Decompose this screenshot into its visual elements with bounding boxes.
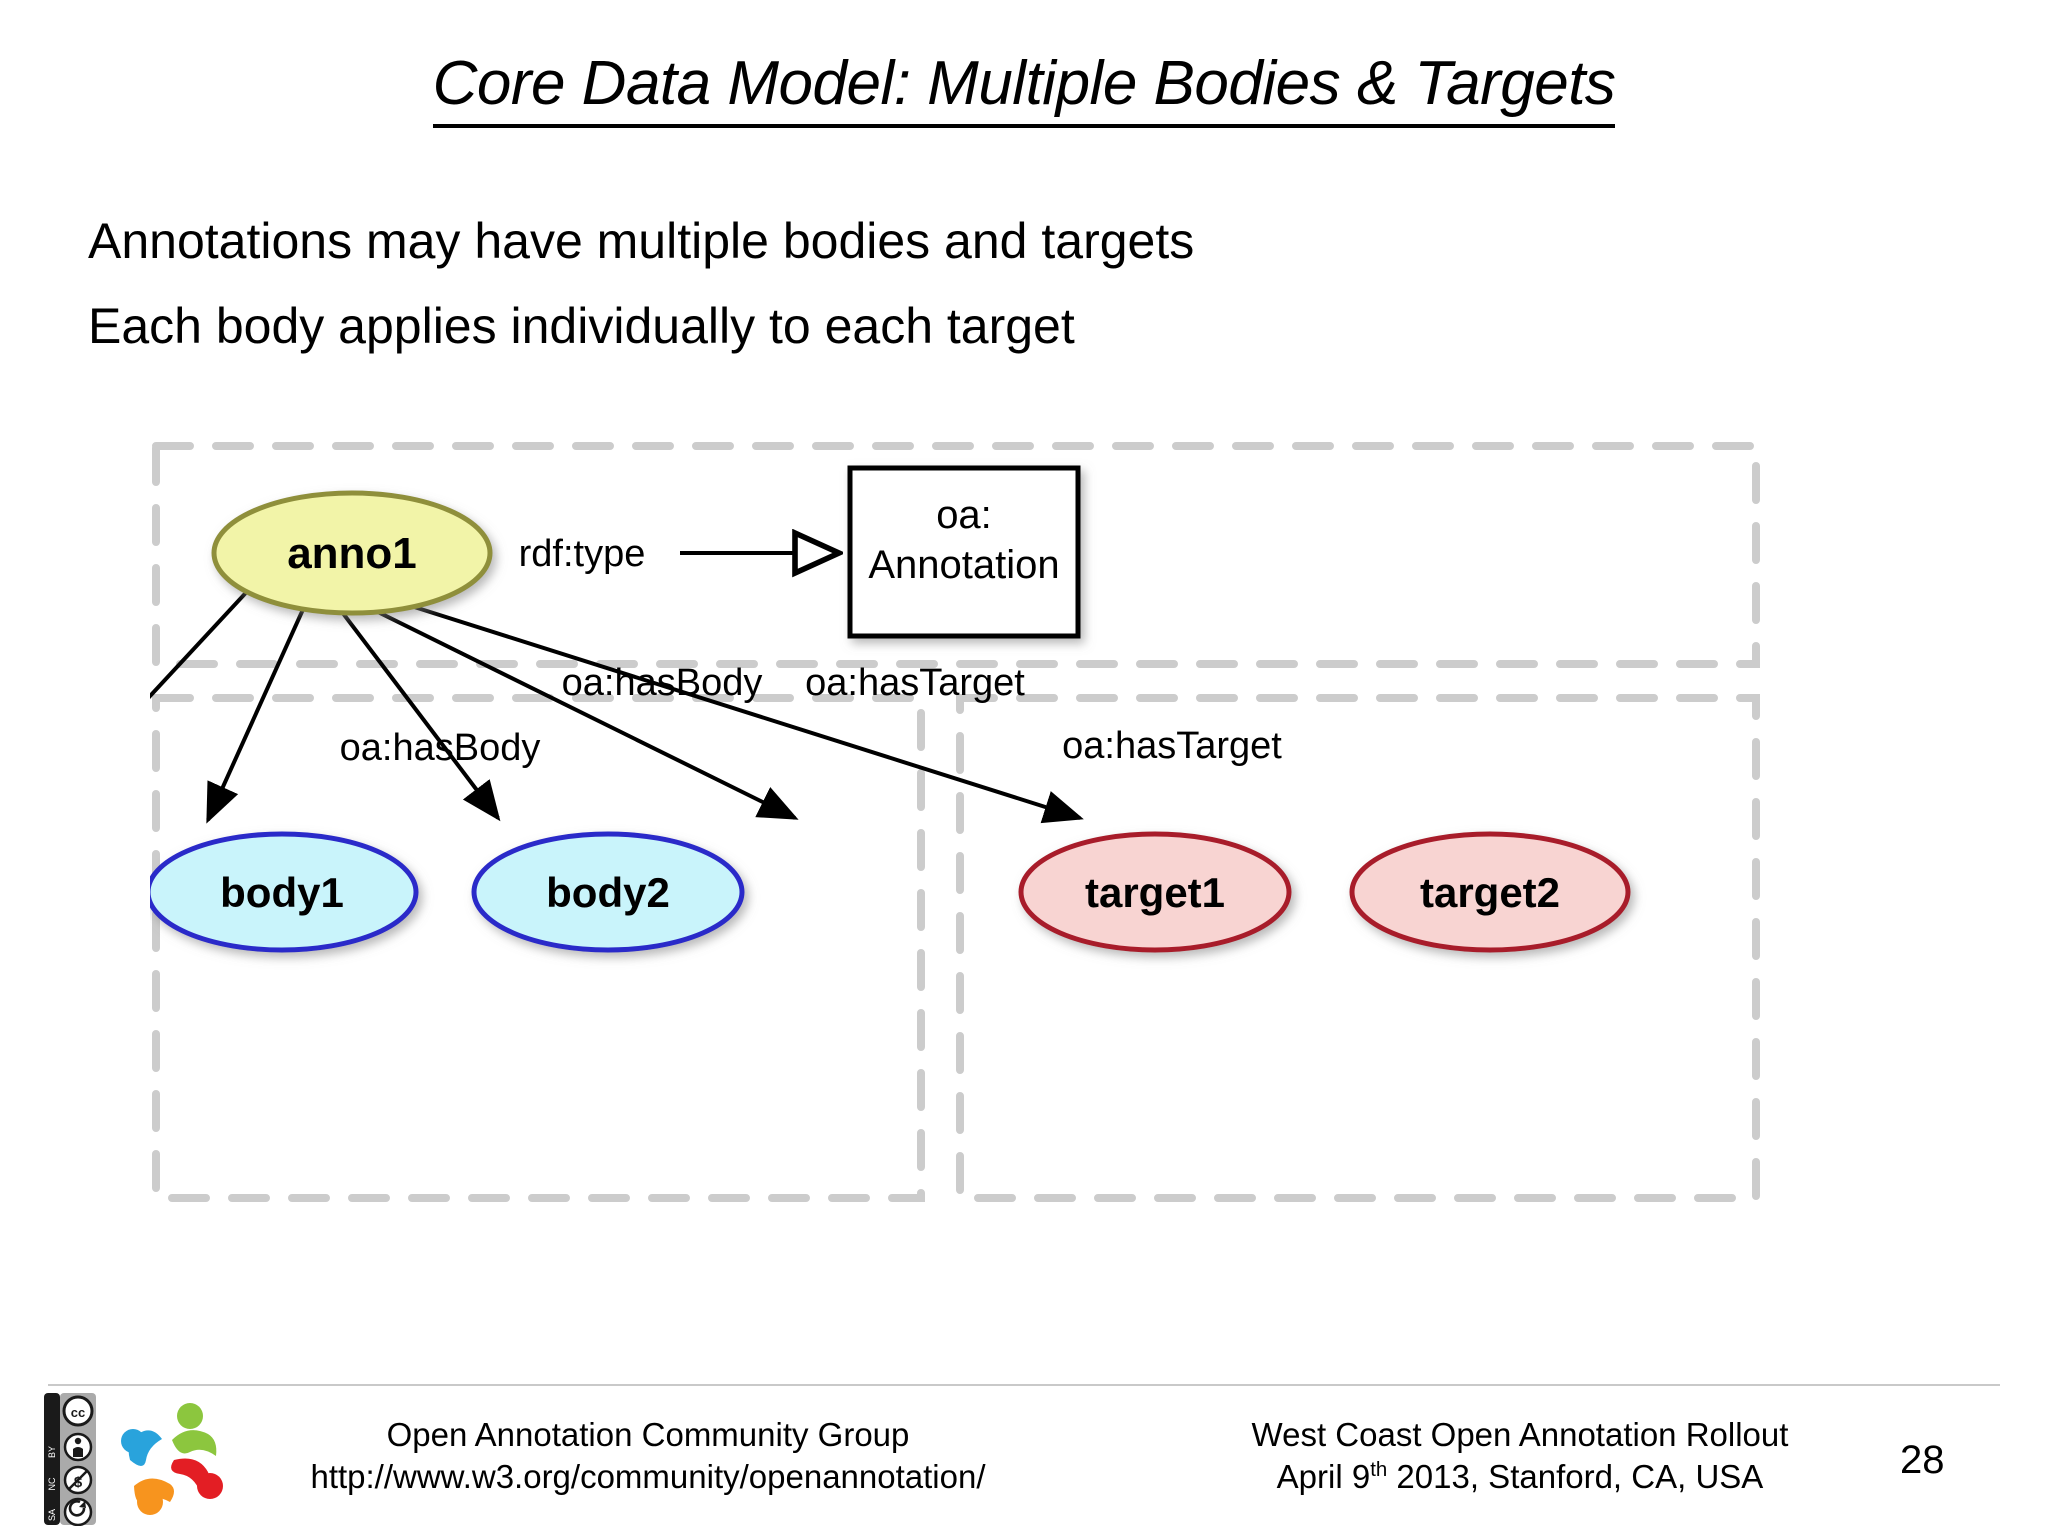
- annotation-class-node: [847, 465, 1081, 639]
- cc-license-badge-icon: cc $ BY NC SA: [44, 1392, 96, 1526]
- footer-date-ordinal: th: [1370, 1458, 1388, 1482]
- target2-node: [1349, 831, 1631, 953]
- open-annotation-logo-icon: [121, 1403, 223, 1515]
- footer-right-block: West Coast Open Annotation Rollout April…: [1180, 1414, 1860, 1498]
- footer-divider: [48, 1384, 2000, 1386]
- footer-group-url[interactable]: http://www.w3.org/community/openannotati…: [310, 1458, 986, 1496]
- footer-event-name: West Coast Open Annotation Rollout: [1251, 1416, 1789, 1453]
- target2-label: target2: [1420, 869, 1560, 916]
- annotation-class-label-line1: oa:: [936, 493, 992, 537]
- slide-number: 28: [1900, 1438, 1945, 1482]
- edge-label-rdf-type: rdf:type: [519, 533, 646, 575]
- footer-date-pre: April 9: [1276, 1458, 1371, 1496]
- diagram-canvas: oa: Annotation anno1 rdf:type oa:hasBody…: [150, 442, 1760, 1202]
- footer-left-block: Open Annotation Community Group http://w…: [228, 1414, 1068, 1498]
- annotation-class-label-line2: Annotation: [868, 543, 1059, 587]
- edge-line-body1: [206, 604, 307, 824]
- body2-label: body2: [546, 869, 670, 916]
- bullet-line-2: Each body applies individually to each t…: [88, 298, 1075, 354]
- edge-label-hasbody-1: oa:hasBody: [340, 727, 541, 769]
- annotation-group-box: [152, 442, 1760, 668]
- svg-text:cc: cc: [71, 1405, 85, 1420]
- svg-text:BY: BY: [47, 1446, 57, 1458]
- body1-node: [150, 831, 419, 953]
- footer-group-name: Open Annotation Community Group: [386, 1416, 910, 1453]
- edges-group: [206, 603, 1084, 824]
- page-title-text: Core Data Model: Multiple Bodies & Targe…: [432, 49, 1616, 128]
- target1-label: target1: [1085, 869, 1225, 916]
- bodies-group-box: [152, 694, 925, 1202]
- target1-node: [1018, 831, 1292, 953]
- edge-label-hastarget-1: oa:hasTarget: [805, 662, 1025, 704]
- body1-label: body1: [220, 869, 344, 916]
- edge-line-target1: [377, 610, 799, 820]
- edge-label-hasbody-2: oa:hasBody: [562, 662, 763, 704]
- bullet-line-1: Annotations may have multiple bodies and…: [88, 213, 1195, 269]
- page-title: Core Data Model: Multiple Bodies & Targe…: [0, 48, 2048, 128]
- footer-event-date: April 9th 2013, Stanford, CA, USA: [1180, 1456, 1860, 1498]
- anno1-node: [211, 490, 493, 616]
- svg-text:$: $: [74, 1474, 83, 1491]
- edge-label-hastarget-2: oa:hasTarget: [1062, 725, 1282, 767]
- edge-line-body2: [340, 610, 501, 822]
- footer-date-post: 2013, Stanford, CA, USA: [1387, 1458, 1764, 1496]
- edge-line-target2: [407, 603, 1084, 824]
- svg-text:NC: NC: [47, 1477, 57, 1490]
- anno1-label: anno1: [287, 529, 417, 578]
- body2-node: [471, 831, 745, 953]
- svg-text:SA: SA: [47, 1509, 57, 1521]
- core-data-model-diagram: oa: Annotation anno1 rdf:type oa:hasBody…: [150, 440, 1770, 1240]
- targets-group-box: [956, 694, 1760, 1202]
